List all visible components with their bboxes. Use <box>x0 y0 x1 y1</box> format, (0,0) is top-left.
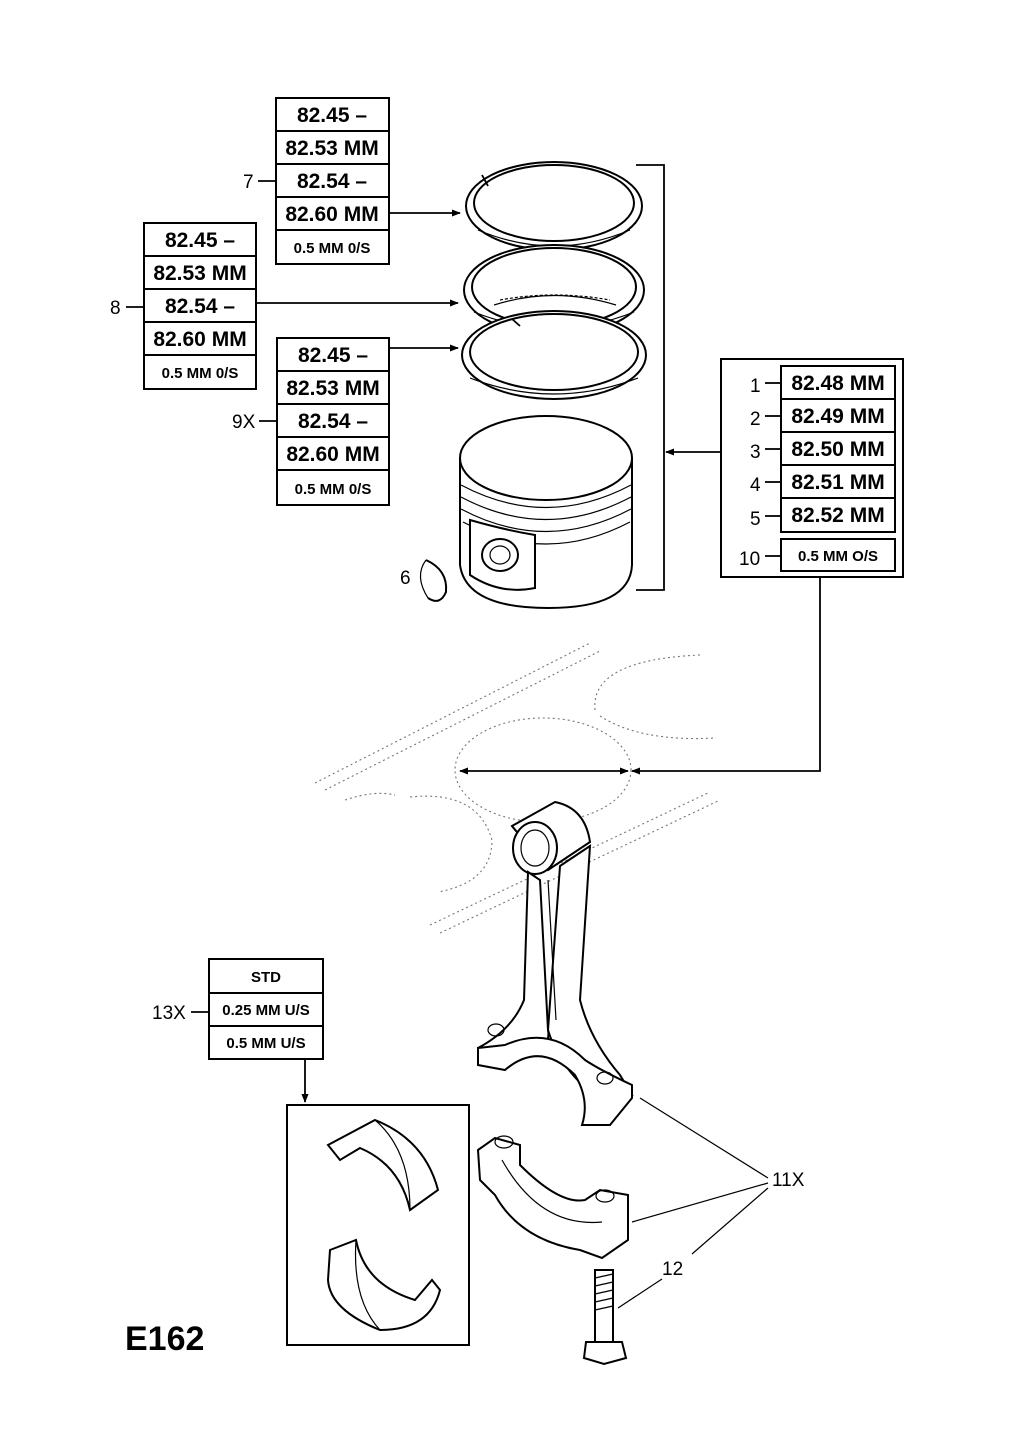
circlip-6 <box>425 559 448 602</box>
piston-rings <box>461 161 647 400</box>
callout-1: 1 <box>750 376 761 397</box>
piston-size-row-5: 82.52 MM <box>791 504 884 527</box>
ring8-row-2: 82.53 MM <box>153 262 246 285</box>
callout-7: 7 <box>243 172 254 193</box>
ring7-row-5: 0.5 MM 0/S <box>294 240 371 257</box>
bearing-row-2: 0.25 MM U/S <box>222 1002 310 1019</box>
piston-size-row-4: 82.51 MM <box>791 471 884 494</box>
piston <box>459 415 633 610</box>
piston-size-table: 82.48 MM 82.49 MM 82.50 MM 82.51 MM 82.5… <box>720 358 904 578</box>
bearing-size-table: STD 0.25 MM U/S 0.5 MM U/S <box>208 958 324 1060</box>
diagram-code: E162 <box>125 1320 204 1358</box>
piston-size-row-1: 82.48 MM <box>791 372 884 395</box>
ring-size-table-7: 82.45 – 82.53 MM 82.54 – 82.60 MM 0.5 MM… <box>275 97 390 265</box>
callout-5: 5 <box>750 509 761 530</box>
callout-11x: 11X <box>772 1170 805 1191</box>
callout-13x: 13X <box>152 1003 186 1024</box>
ring7-row-4: 82.60 MM <box>285 203 378 226</box>
ring7-row-2: 82.53 MM <box>285 137 378 160</box>
piston-size-row-6: 0.5 MM O/S <box>798 548 878 565</box>
callout-12: 12 <box>662 1259 683 1280</box>
ring8-row-3: 82.54 – <box>165 295 235 318</box>
piston-size-row-2: 82.49 MM <box>791 405 884 428</box>
callout-8: 8 <box>110 298 121 319</box>
callout-3: 3 <box>750 442 761 463</box>
ring9x-row-1: 82.45 – <box>298 344 368 367</box>
ring9x-row-3: 82.54 – <box>298 410 368 433</box>
cylinder-block <box>314 642 721 934</box>
ring9x-row-5: 0.5 MM 0/S <box>295 481 372 498</box>
bearing-row-3: 0.5 MM U/S <box>226 1035 305 1052</box>
ring9x-row-4: 82.60 MM <box>286 443 379 466</box>
callout-6: 6 <box>400 568 411 589</box>
bearing-row-1: STD <box>251 969 281 986</box>
callout-10: 10 <box>739 549 760 570</box>
ring7-row-3: 82.54 – <box>297 170 367 193</box>
ring-size-table-9x: 82.45 – 82.53 MM 82.54 – 82.60 MM 0.5 MM… <box>276 337 390 506</box>
ring9x-row-2: 82.53 MM <box>286 377 379 400</box>
piston-size-row-3: 82.50 MM <box>791 438 884 461</box>
ring8-row-5: 0.5 MM 0/S <box>162 365 239 382</box>
connecting-rod <box>476 800 634 1126</box>
ring8-row-4: 82.60 MM <box>153 328 246 351</box>
ring7-row-1: 82.45 – <box>297 104 367 127</box>
callout-2: 2 <box>750 409 761 430</box>
callout-4: 4 <box>750 475 761 496</box>
callout-9x: 9X <box>232 412 256 433</box>
ring8-row-1: 82.45 – <box>165 229 235 252</box>
cap-bolt <box>582 1269 628 1366</box>
connecting-rod-cap <box>476 1135 629 1260</box>
bearing-shells <box>286 1104 470 1346</box>
ring-size-table-8: 82.45 – 82.53 MM 82.54 – 82.60 MM 0.5 MM… <box>143 222 257 390</box>
